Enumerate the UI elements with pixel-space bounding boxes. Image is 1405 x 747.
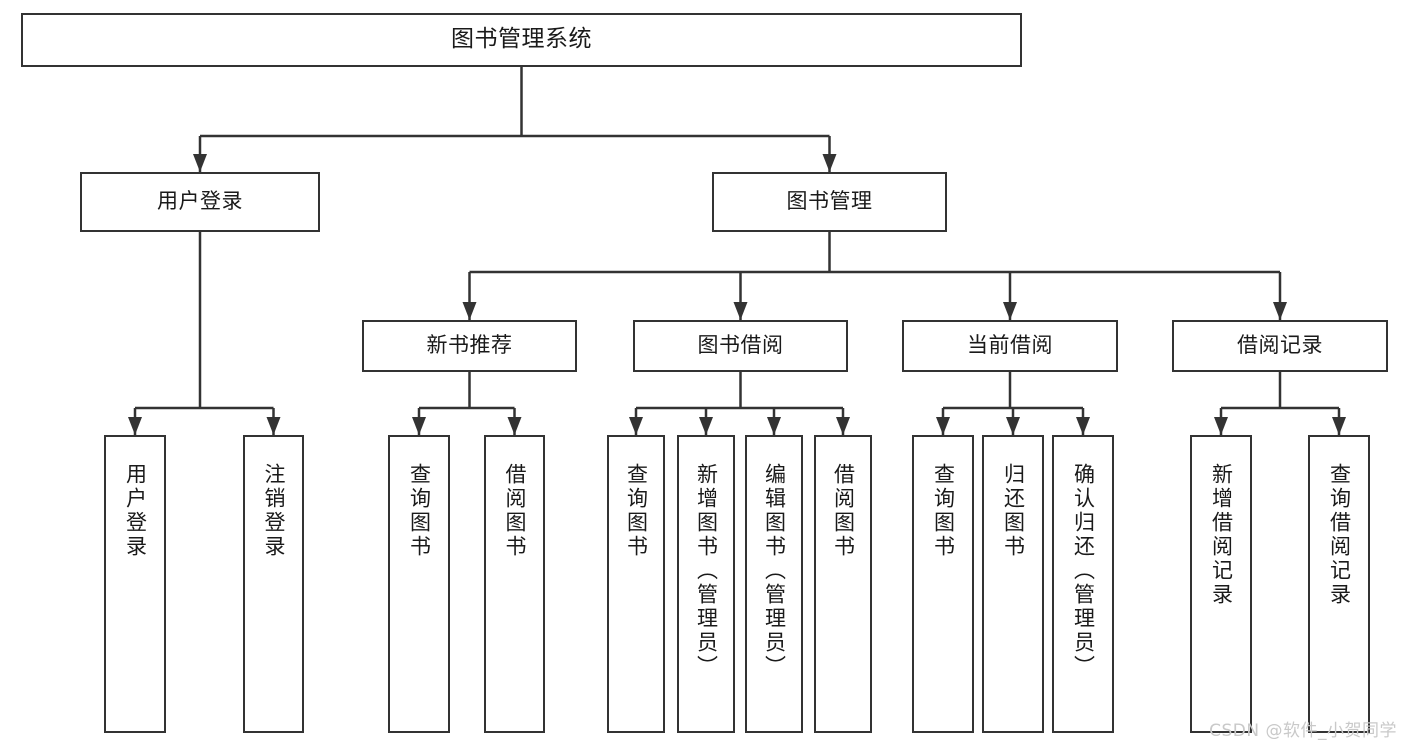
node-current-borrow[interactable]: 当前借阅 [902, 320, 1118, 372]
leaf-query-book-borrow[interactable]: 查询图书 [607, 435, 665, 733]
node-label: 编辑图书（管理员） [762, 463, 787, 679]
node-book-borrow[interactable]: 图书借阅 [633, 320, 848, 372]
node-user-login[interactable]: 用户登录 [80, 172, 320, 232]
leaf-logout[interactable]: 注销登录 [243, 435, 304, 733]
node-label: 图书管理 [786, 189, 873, 214]
node-label: 归还图书 [1001, 463, 1026, 559]
node-label: 借阅图书 [831, 463, 856, 559]
leaf-query-book-current[interactable]: 查询图书 [912, 435, 974, 733]
node-label: 新增借阅记录 [1209, 463, 1234, 607]
node-book-manage[interactable]: 图书管理 [712, 172, 947, 232]
node-root-system[interactable]: 图书管理系统 [21, 13, 1022, 67]
node-label: 查询图书 [624, 463, 649, 559]
node-label: 新增图书（管理员） [694, 463, 719, 679]
node-label: 注销登录 [262, 463, 286, 559]
node-label: 用户登录 [157, 189, 243, 214]
leaf-user-login[interactable]: 用户登录 [104, 435, 166, 733]
node-label: 查询借阅记录 [1327, 463, 1352, 607]
node-label: 查询图书 [407, 463, 432, 559]
leaf-query-borrow-record[interactable]: 查询借阅记录 [1308, 435, 1370, 733]
watermark: CSDN @软件_小贺同学 [1209, 721, 1397, 741]
node-new-book-recommend[interactable]: 新书推荐 [362, 320, 577, 372]
leaf-edit-book-admin[interactable]: 编辑图书（管理员） [745, 435, 803, 733]
node-label: 图书借阅 [697, 333, 784, 358]
leaf-borrow-book-recommend[interactable]: 借阅图书 [484, 435, 545, 733]
leaf-confirm-return-admin[interactable]: 确认归还（管理员） [1052, 435, 1114, 733]
node-label: 查询图书 [931, 463, 956, 559]
node-label: 用户登录 [123, 463, 148, 559]
leaf-borrow-book[interactable]: 借阅图书 [814, 435, 872, 733]
node-label: 借阅记录 [1237, 333, 1323, 358]
node-label: 当前借阅 [967, 333, 1053, 358]
node-label: 新书推荐 [426, 333, 513, 358]
node-label: 确认归还（管理员） [1071, 463, 1096, 679]
leaf-add-borrow-record[interactable]: 新增借阅记录 [1190, 435, 1252, 733]
node-borrow-record[interactable]: 借阅记录 [1172, 320, 1388, 372]
leaf-return-book[interactable]: 归还图书 [982, 435, 1044, 733]
node-label: 借阅图书 [503, 463, 527, 559]
leaf-query-book-recommend[interactable]: 查询图书 [388, 435, 450, 733]
leaf-add-book-admin[interactable]: 新增图书（管理员） [677, 435, 735, 733]
node-label: 图书管理系统 [451, 26, 592, 53]
